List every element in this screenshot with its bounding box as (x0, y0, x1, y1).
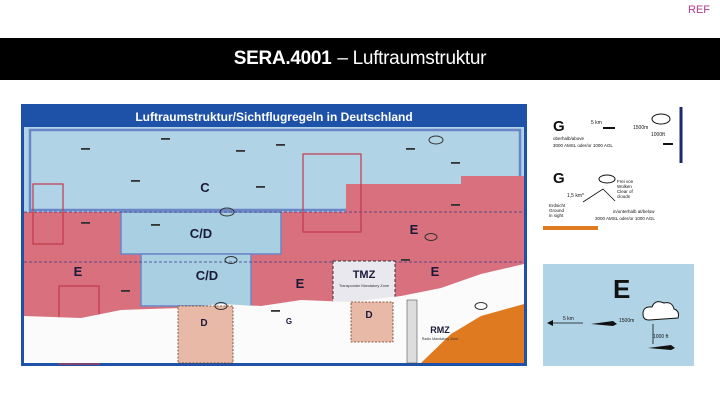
label-e-left: E (74, 264, 83, 279)
g-sight-3: in sight (549, 213, 564, 218)
e-5km: 5 km (563, 316, 574, 322)
g-free-2: Wolken (617, 184, 632, 189)
g-sight-1: Erdsicht (549, 203, 566, 208)
label-rmz: RMZ (430, 325, 450, 335)
label-d-left: D (200, 318, 207, 329)
cloud-icons (214, 135, 488, 310)
g-lower-label: G (553, 170, 565, 187)
title-text: – Luftraumstruktur (337, 48, 487, 69)
label-e-right-lower: E (431, 264, 440, 279)
label-g: G (286, 317, 292, 326)
g-free-4: clouds (617, 194, 631, 199)
ref-label: REF (688, 4, 710, 16)
e-1500m: 1500m (619, 318, 634, 324)
g-upper-label: G (553, 118, 565, 135)
tmz-zone (332, 260, 396, 304)
label-tmz-sub: Transponder Mandatory Zone (339, 284, 389, 288)
label-rmz-sub: Radio Mandatory Zone (422, 337, 459, 341)
class-e-panel: E 5 km 1500m 1000 ft (543, 264, 694, 366)
g-1500m: 1500m (633, 125, 648, 131)
g-sight-2: Ground (549, 208, 565, 213)
map-title: Luftraumstruktur/Sichtflugregeln in Deut… (135, 110, 412, 124)
label-tmz: TMZ (353, 269, 376, 281)
class-d-right (350, 301, 394, 343)
e-1000ft: 1000 ft (653, 334, 669, 340)
class-cd-lower (140, 253, 252, 307)
airspace-map: Luftraumstruktur/Sichtflugregeln in Deut… (21, 104, 527, 366)
label-cd-lower: C/D (196, 268, 218, 283)
terrain (24, 264, 524, 363)
title-code: SERA.4001 (233, 48, 332, 69)
g-below-1: in/unterhalb at/below (613, 209, 655, 214)
g-below-2: 3000 AMSL oder/or 1000 AGL (595, 216, 655, 221)
g-1000ft: 1000ft (651, 132, 666, 138)
label-cd-upper: C/D (190, 226, 212, 241)
g-15km: 1,5 km* (567, 193, 584, 199)
class-g-panel: G 5 km 1500m 1000ft oberhalb/above 3000 … (543, 107, 693, 230)
label-e-right-upper: E (410, 222, 419, 237)
label-d-right: D (365, 310, 372, 321)
g-above-1: oberhalb/above (553, 136, 585, 141)
class-cd-upper (120, 211, 282, 255)
e-label: E (613, 274, 630, 304)
g-free-3: Clear of (617, 189, 634, 194)
aircraft-icons (81, 138, 460, 312)
g-free-1: Frei von (617, 179, 634, 184)
g-above-2: 3000 AMSL oder/or 1000 AGL (553, 143, 613, 148)
label-c: C (200, 180, 210, 195)
class-d-left (177, 305, 234, 364)
g-5km: 5 km (591, 120, 602, 126)
label-e-center: E (296, 276, 305, 291)
slide-title: SERA.4001 – Luftraumstruktur (0, 38, 720, 80)
